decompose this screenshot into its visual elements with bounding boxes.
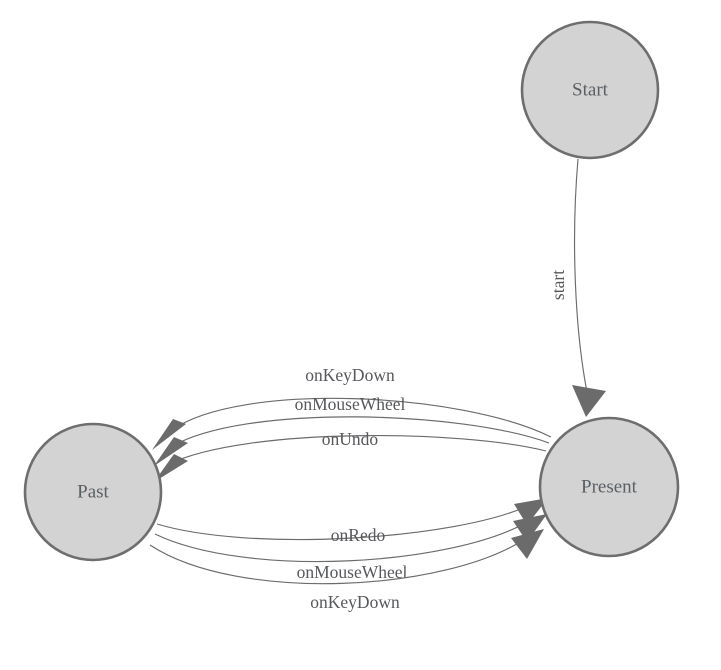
node-past-circle <box>23 422 163 562</box>
edge-onundo-path <box>168 435 547 465</box>
edge-onmousewheel-undo-arrowhead <box>154 437 188 466</box>
edge-onkeydown-redo-path <box>149 536 529 585</box>
edge-onredo-label: onRedo <box>331 525 386 545</box>
edge-onmousewheel-redo-arrowhead <box>513 514 547 542</box>
edge-onmousewheel-undo[interactable]: onMouseWheel <box>154 394 550 466</box>
node-present-circle <box>538 416 680 558</box>
edge-onmousewheel-redo-label: onMouseWheel <box>297 562 408 582</box>
edge-start-label: start <box>548 270 568 300</box>
edge-onkeydown-undo-arrowhead <box>152 419 186 450</box>
node-present-label: Present <box>581 476 638 497</box>
edge-start-path <box>573 158 588 393</box>
node-present[interactable]: Present <box>538 416 680 558</box>
edge-onkeydown-undo-label: onKeyDown <box>305 365 395 385</box>
edge-onkeydown-undo-path <box>171 397 552 438</box>
node-start[interactable]: Start <box>520 20 660 160</box>
edge-onmousewheel-redo[interactable]: onMouseWheel <box>154 514 547 582</box>
edge-onkeydown-undo[interactable]: onKeyDown <box>152 365 552 450</box>
edge-onkeydown-redo[interactable]: onKeyDown <box>149 529 544 612</box>
node-past[interactable]: Past <box>23 422 163 562</box>
node-past-label: Past <box>77 481 109 502</box>
edge-onkeydown-redo-arrowhead <box>511 529 544 559</box>
edge-onundo-label: onUndo <box>322 429 379 449</box>
edge-onmousewheel-redo-path <box>154 520 530 563</box>
edge-onmousewheel-undo-path <box>170 416 550 448</box>
edge-onundo-arrowhead <box>154 454 188 482</box>
edge-onkeydown-redo-label: onKeyDown <box>310 592 400 612</box>
node-start-label: Start <box>572 79 609 100</box>
edge-onmousewheel-undo-label: onMouseWheel <box>295 394 406 414</box>
edge-onredo[interactable]: onRedo <box>156 498 548 545</box>
node-start-circle <box>520 20 660 160</box>
edge-start[interactable]: start <box>548 158 606 417</box>
edge-onundo[interactable]: onUndo <box>154 429 547 482</box>
edge-onredo-arrowhead <box>514 498 548 525</box>
edge-onredo-path <box>156 504 531 541</box>
edge-start-arrowhead <box>572 385 606 417</box>
